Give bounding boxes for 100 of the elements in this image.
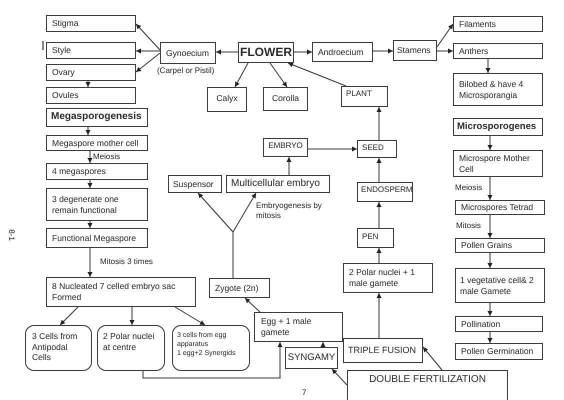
arrow xyxy=(86,80,90,88)
process-box xyxy=(285,347,338,369)
box-label: Style xyxy=(52,45,71,56)
process-box xyxy=(343,263,433,293)
process-box xyxy=(347,370,508,400)
box-label: Microspore Mother Cell xyxy=(459,152,531,174)
box-label: Calyx xyxy=(216,93,238,104)
box-label: Megasporogenesis xyxy=(51,111,142,124)
process-box xyxy=(357,140,397,158)
arrow xyxy=(376,106,382,140)
box-label: Suspensor xyxy=(173,178,214,190)
rounded-box xyxy=(25,325,92,371)
process-box xyxy=(207,87,247,112)
arrow xyxy=(332,368,348,386)
process-box xyxy=(209,278,270,298)
arrow xyxy=(286,156,292,176)
box-label: Pollination xyxy=(461,318,500,330)
rounded-box xyxy=(97,325,165,371)
process-box xyxy=(453,43,543,59)
box-label: Pollen Germination xyxy=(461,346,534,357)
arrow xyxy=(488,214,492,238)
box-label: 2 Polar nuclei + 1 male gamete xyxy=(349,267,416,289)
box-label: Stamens xyxy=(397,45,431,56)
edge-label: Mitosis 3 times xyxy=(100,257,153,267)
box-label: PEN xyxy=(362,232,378,242)
side-page-label: 8-1 xyxy=(6,229,15,241)
arrow xyxy=(320,342,326,348)
process-box xyxy=(455,238,545,253)
process-box xyxy=(46,15,136,32)
arrow xyxy=(308,146,358,152)
arrow xyxy=(234,62,248,88)
page-number: 7 xyxy=(302,389,306,397)
box-label: Bilobed & have 4 Microsporangia xyxy=(459,78,524,100)
process-box xyxy=(455,200,545,215)
box-label: Megaspore mother cell xyxy=(52,138,138,148)
process-box xyxy=(455,343,543,360)
arrow xyxy=(376,248,382,264)
arrow xyxy=(422,346,442,370)
box-label: Androecium xyxy=(318,46,364,58)
process-box xyxy=(455,316,543,332)
arrow xyxy=(436,24,454,48)
box-label: Pollen Grains xyxy=(461,240,512,251)
process-box xyxy=(46,87,136,104)
process-box xyxy=(263,138,308,157)
process-box xyxy=(46,188,148,221)
edge-label: Mitosis xyxy=(456,221,481,231)
process-box xyxy=(357,228,394,248)
process-box xyxy=(357,182,413,202)
arrow xyxy=(136,52,160,72)
box-label: SEED xyxy=(362,143,384,153)
node-caption: (Carpel or Pistil) xyxy=(157,66,214,76)
arrow xyxy=(86,126,90,136)
edge-label: Meiosis xyxy=(455,183,482,193)
arrow xyxy=(136,48,160,54)
arrow xyxy=(376,292,382,338)
arrow xyxy=(216,50,238,54)
arrow xyxy=(488,252,492,268)
box-label: Ovules xyxy=(52,90,78,101)
arrow xyxy=(436,48,454,54)
process-box xyxy=(254,312,343,342)
process-box xyxy=(312,42,373,62)
process-box xyxy=(46,108,148,127)
arrow xyxy=(60,306,78,326)
process-box xyxy=(160,42,216,64)
process-box xyxy=(343,338,423,363)
box-label: Anthers xyxy=(459,46,488,56)
arrow xyxy=(488,302,492,316)
arrow xyxy=(88,220,92,228)
process-box xyxy=(226,175,330,193)
arrow xyxy=(88,180,92,188)
box-label: Filaments xyxy=(459,18,496,30)
process-box xyxy=(263,87,308,111)
box-label: 1 vegetative cell& 2 male Gamete xyxy=(460,274,535,296)
process-box xyxy=(453,150,543,177)
box-label: PLANT xyxy=(346,89,372,99)
arrow xyxy=(142,342,282,378)
process-box xyxy=(168,175,222,193)
arrow xyxy=(136,24,160,50)
process-box xyxy=(393,40,437,61)
arrow xyxy=(88,150,92,164)
box-label: EMBRYO xyxy=(268,141,303,151)
box-label: Corolla xyxy=(272,93,299,104)
process-box xyxy=(46,135,148,151)
box-label: 8 Nucleated 7 celled embryo sac Formed xyxy=(52,281,176,302)
arrow xyxy=(372,48,394,54)
arrow xyxy=(376,158,382,182)
process-box xyxy=(453,118,543,136)
arrow xyxy=(488,332,492,344)
arrow xyxy=(486,58,490,74)
box-label: Zygote (2n) xyxy=(215,282,258,294)
process-box xyxy=(46,64,136,81)
box-label: Stigma xyxy=(52,18,78,29)
box-label: Egg + 1 male gamete xyxy=(261,316,312,338)
arrow xyxy=(88,248,92,278)
arrow xyxy=(270,62,288,88)
arrow xyxy=(294,50,312,54)
box-label: SYNGAMY xyxy=(288,352,336,364)
edge-label: Meiosis xyxy=(93,152,120,162)
arrow xyxy=(488,176,492,200)
arrow xyxy=(232,192,256,278)
